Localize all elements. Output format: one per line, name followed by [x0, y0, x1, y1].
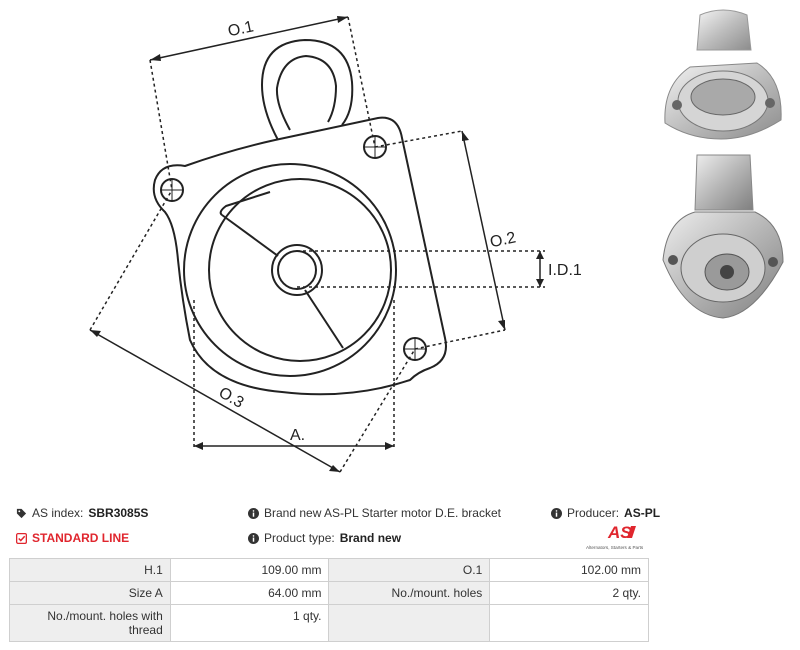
technical-drawing: O.1 O.2 O.3 I.D.1 A. [89, 16, 582, 473]
flange-outline [152, 116, 447, 396]
spec-key: No./mount. holes with thread [9, 604, 171, 642]
info-icon [248, 532, 259, 544]
spec-value: 1 qty. [169, 604, 330, 642]
spec-value: 102.00 mm [489, 558, 649, 582]
as-index: AS index: SBR3085S [16, 506, 148, 520]
standard-line: STANDARD LINE [16, 531, 129, 545]
logo-tagline: Alternators, Starters & Parts [586, 545, 644, 550]
table-row: No./mount. holes with thread 1 qty. [9, 604, 649, 642]
product-type-value: Brand new [339, 531, 402, 545]
spec-key-empty [328, 604, 491, 642]
info-icon [551, 507, 562, 519]
mount-hole-top [363, 135, 387, 159]
product-photo-top [664, 9, 782, 140]
checkbox-checked-icon [16, 532, 27, 544]
description: Brand new AS-PL Starter motor D.E. brack… [248, 506, 501, 520]
label-o2: O.2 [489, 229, 518, 251]
spec-value: 109.00 mm [169, 558, 330, 582]
label-id1: I.D.1 [548, 262, 582, 279]
bore-outer [271, 244, 323, 296]
producer: Producer: AS-PL [551, 506, 660, 520]
as-pl-logo: AS Alternators, Starters & Parts [586, 523, 644, 550]
mount-hole-left [160, 178, 184, 202]
logo-mark: AS [607, 523, 632, 542]
lifting-loop [261, 39, 354, 141]
inner-circle [208, 178, 392, 362]
product-photo-bottom [662, 154, 784, 319]
spec-key: H.1 [9, 558, 171, 582]
spec-key: O.1 [328, 558, 491, 582]
product-type: Product type: Brand new [248, 531, 401, 545]
spec-value: 64.00 mm [169, 581, 330, 605]
product-type-label: Product type: [264, 531, 335, 545]
mount-hole-bottom [403, 337, 427, 361]
producer-value: AS-PL [624, 506, 661, 520]
bore-inner [277, 250, 317, 290]
spec-value-empty [489, 604, 649, 642]
spec-value: 2 qty. [489, 581, 649, 605]
as-index-value: SBR3085S [88, 506, 149, 520]
spec-key: No./mount. holes [328, 581, 491, 605]
label-a: A. [290, 427, 305, 444]
label-o1: O.1 [226, 18, 255, 40]
table-row: Size A 64.00 mm No./mount. holes 2 qty. [9, 581, 649, 605]
spec-key: Size A [9, 581, 171, 605]
standard-line-text: STANDARD LINE [32, 531, 130, 545]
table-row: H.1 109.00 mm O.1 102.00 mm [9, 558, 649, 582]
outer-circle [183, 163, 397, 377]
description-text: Brand new AS-PL Starter motor D.E. brack… [264, 506, 501, 520]
producer-label: Producer: [567, 506, 620, 520]
info-icon [248, 507, 259, 519]
label-o3: O.3 [216, 384, 247, 412]
as-index-label: AS index: [32, 506, 84, 520]
specs-table: H.1 109.00 mm O.1 102.00 mm Size A 64.00… [9, 558, 649, 642]
tag-icon [16, 508, 27, 518]
